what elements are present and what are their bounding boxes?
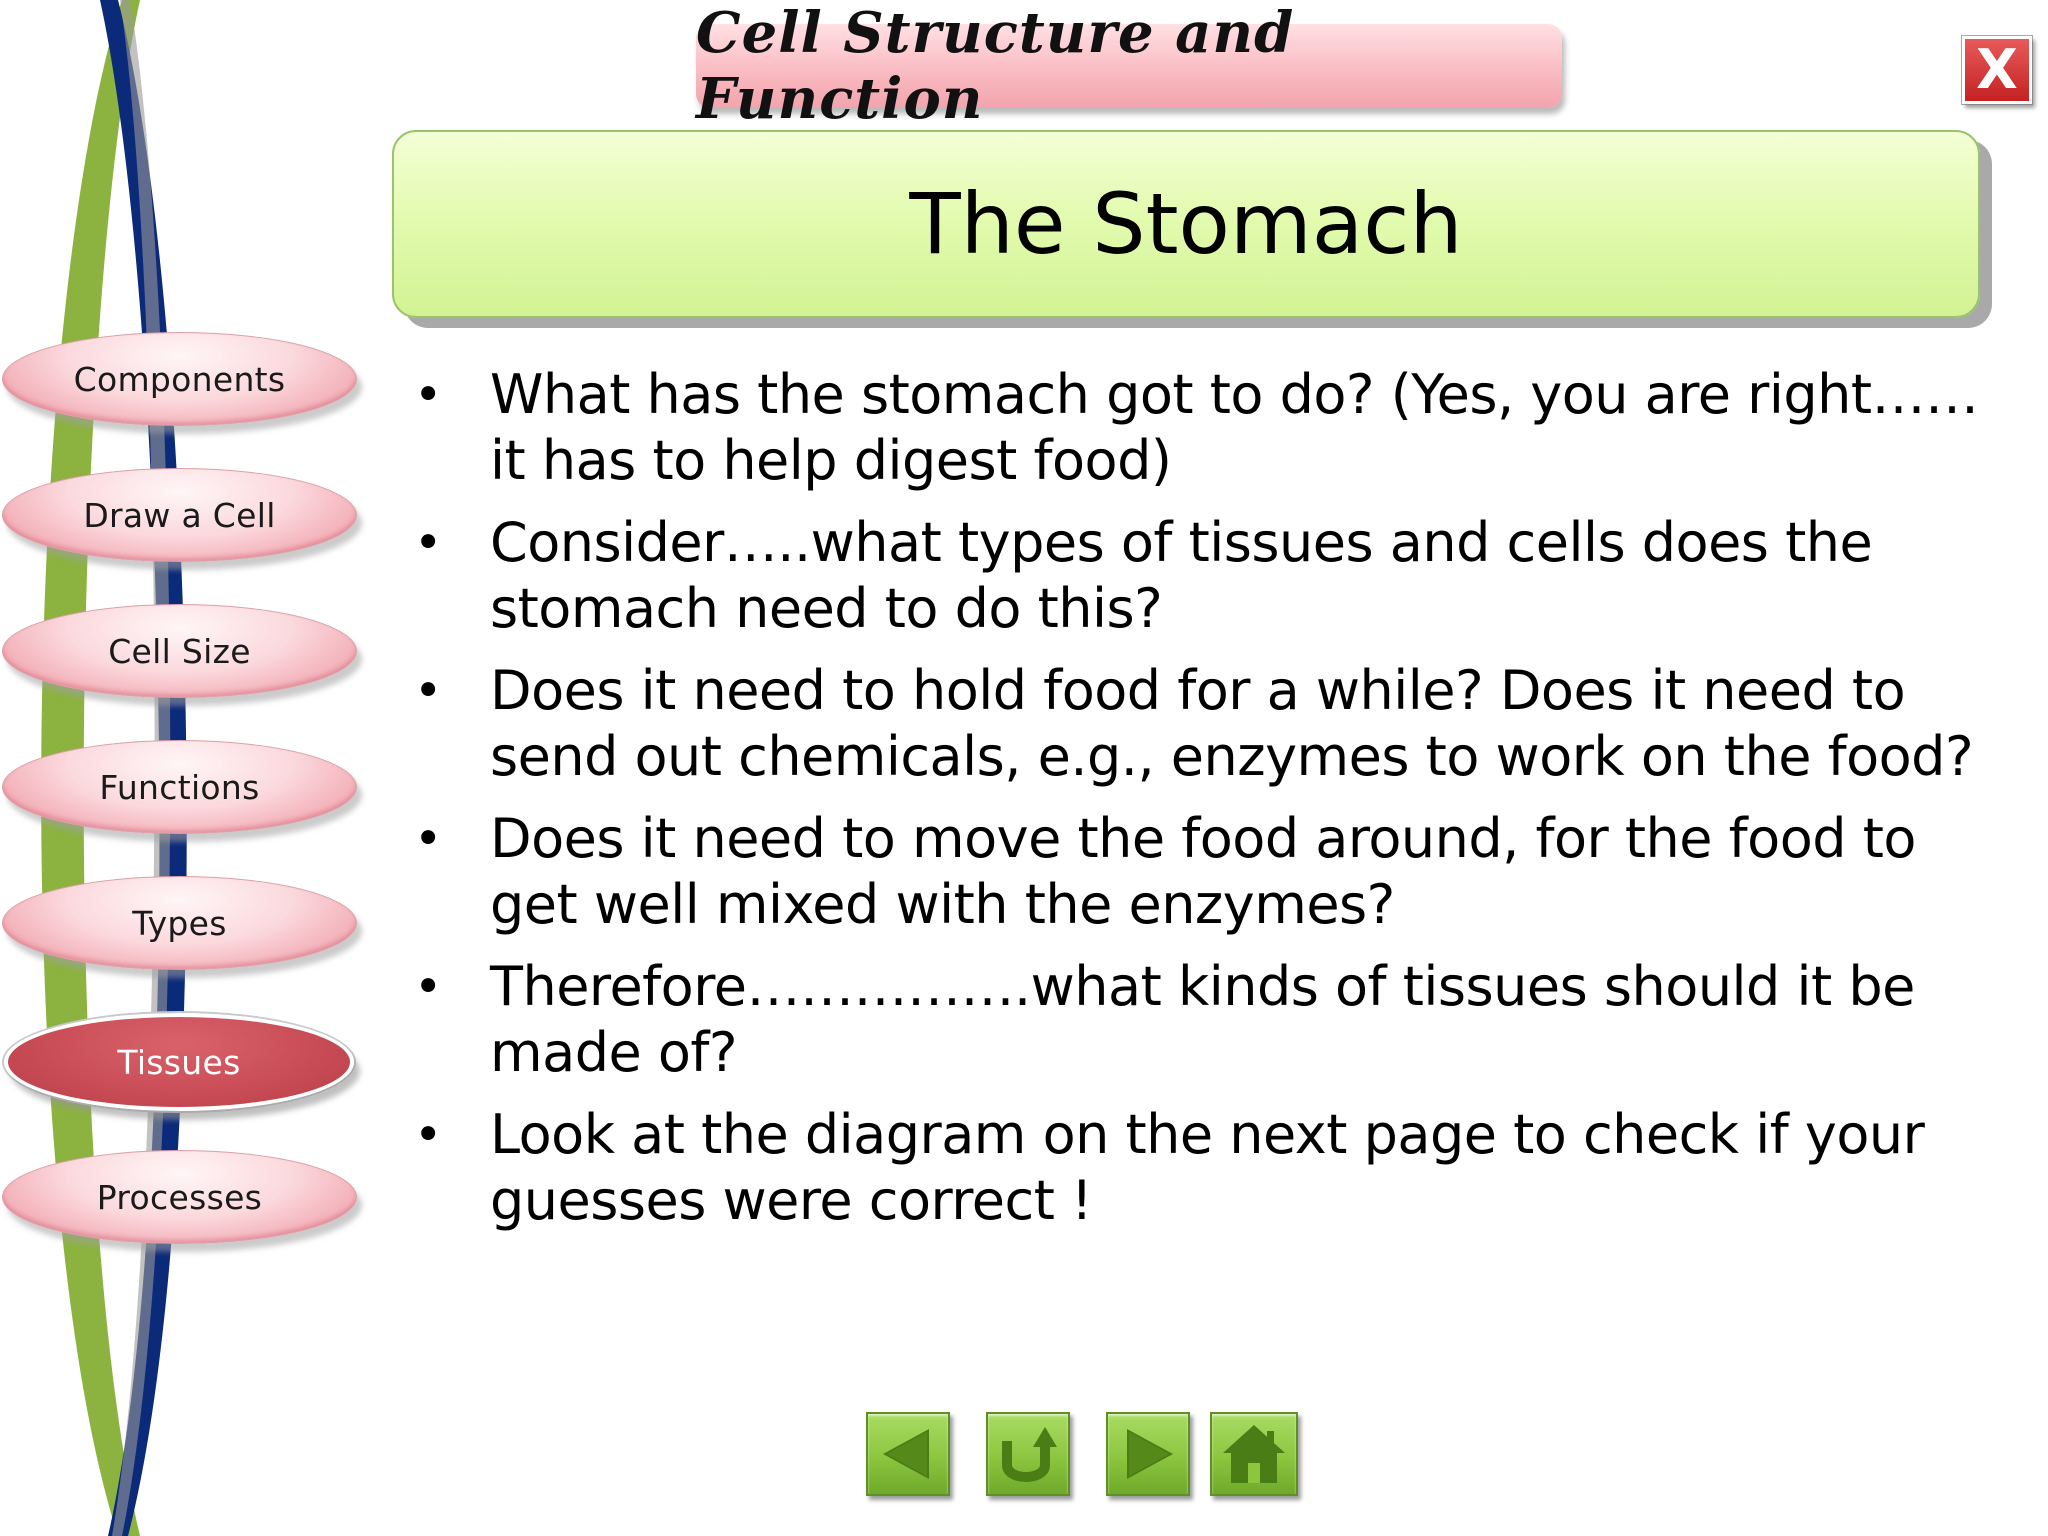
bullet-text: Consider…..what types of tissues and cel…: [490, 511, 1873, 640]
bullet-icon: •: [414, 811, 442, 867]
list-item: • Consider…..what types of tissues and ce…: [410, 510, 1990, 642]
slide-title-box: The Stomach: [392, 130, 1980, 318]
sidebar-item-components[interactable]: Components: [2, 332, 357, 426]
home-button[interactable]: [1210, 1412, 1298, 1496]
return-button[interactable]: [986, 1412, 1070, 1496]
return-icon: [1002, 1427, 1057, 1482]
bullet-icon: •: [414, 1107, 442, 1163]
list-item: • Does it need to move the food around, f…: [410, 806, 1990, 938]
list-item: • Does it need to hold food for a while? …: [410, 658, 1990, 790]
sidebar-item-functions[interactable]: Functions: [2, 740, 357, 834]
bullet-icon: •: [414, 515, 442, 571]
slide-title: The Stomach: [909, 175, 1463, 273]
bullet-text: What has the stomach got to do? (Yes, yo…: [490, 363, 1979, 492]
home-icon: [1223, 1425, 1285, 1483]
sidebar-item-label: Tissues: [117, 1042, 241, 1082]
sidebar-item-label: Components: [73, 359, 286, 399]
sidebar-item-label: Processes: [96, 1177, 263, 1217]
sidebar-item-label: Functions: [99, 767, 260, 807]
sidebar-item-label: Draw a Cell: [83, 495, 276, 535]
next-button[interactable]: [1106, 1412, 1190, 1496]
banner-title: Cell Structure and Function: [696, 0, 1562, 132]
bullet-text: Therefore…………….what kinds of tissues sho…: [490, 955, 1915, 1084]
bullet-list: • What has the stomach got to do? (Yes, y…: [410, 362, 1990, 1250]
bottom-navigation: [866, 1412, 1302, 1502]
bullet-text: Does it need to hold food for a while? D…: [490, 659, 1974, 788]
bullet-text: Does it need to move the food around, fo…: [490, 807, 1916, 936]
list-item: • Therefore…………….what kinds of tissues sh…: [410, 954, 1990, 1086]
sidebar-item-draw-a-cell[interactable]: Draw a Cell: [2, 468, 357, 562]
bullet-icon: •: [414, 663, 442, 719]
sidebar-item-cell-size[interactable]: Cell Size: [2, 604, 357, 698]
banner-title-text: Cell Structure and Function: [696, 0, 1295, 132]
sidebar-item-tissues[interactable]: Tissues: [4, 1013, 354, 1111]
bullet-icon: •: [414, 367, 442, 423]
sidebar-item-label: Cell Size: [108, 631, 251, 671]
arrow-left-icon: [883, 1429, 929, 1479]
bullet-icon: •: [414, 959, 442, 1015]
sidebar-item-types[interactable]: Types: [2, 876, 357, 970]
sidebar-item-processes[interactable]: Processes: [2, 1150, 357, 1244]
bullet-text: Look at the diagram on the next page to …: [490, 1103, 1925, 1232]
close-button[interactable]: X: [1962, 36, 2032, 104]
previous-button[interactable]: [866, 1412, 950, 1496]
close-icon: X: [1976, 38, 2018, 101]
list-item: • What has the stomach got to do? (Yes, y…: [410, 362, 1990, 494]
list-item: • Look at the diagram on the next page to…: [410, 1102, 1990, 1234]
sidebar-item-label: Types: [132, 903, 227, 943]
arrow-right-icon: [1127, 1429, 1173, 1479]
